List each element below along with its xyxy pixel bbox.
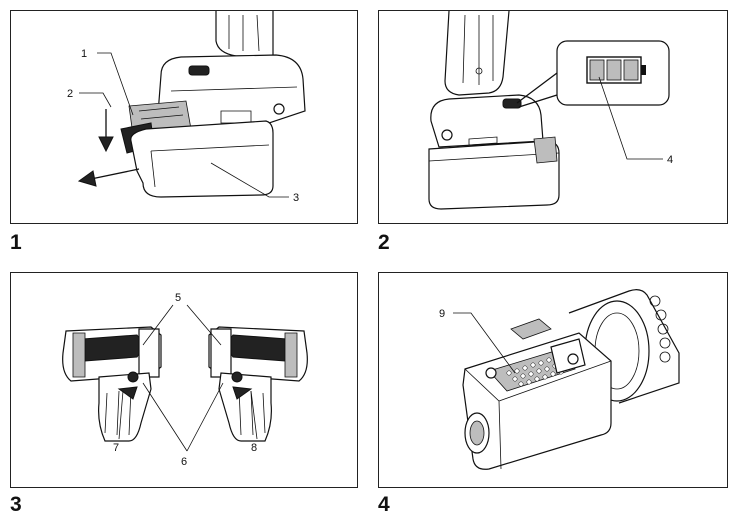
figure-4-illustration: 9 xyxy=(439,289,680,470)
screw-icon xyxy=(567,353,579,365)
figure-3-number: 3 xyxy=(10,493,22,516)
figure-1-callout-1: 1 xyxy=(81,48,87,60)
indicator-button xyxy=(502,98,522,109)
figure-1-illustration: 1 2 3 xyxy=(67,11,306,204)
tool-left-view xyxy=(62,326,162,442)
figure-2-callout-4: 4 xyxy=(667,154,673,166)
figure-3-callout-8: 8 xyxy=(251,442,257,454)
vent-holes xyxy=(649,295,671,363)
tool-right-view xyxy=(208,326,308,442)
forward-reverse-lever-icon xyxy=(127,371,139,383)
tool-button xyxy=(188,65,210,76)
figure-1-callout-2: 2 xyxy=(67,88,73,100)
figure-1-panel: 1 2 3 xyxy=(10,10,358,224)
figure-3-callout-5: 5 xyxy=(175,292,181,304)
vent-plate xyxy=(488,350,576,392)
housing-block xyxy=(462,332,612,470)
figure-4-number: 4 xyxy=(378,493,390,516)
tool-handle xyxy=(215,11,274,57)
battery-level-indicator-icon xyxy=(586,56,646,84)
figure-2-illustration: 4 xyxy=(428,11,673,210)
figure-2-panel: 4 xyxy=(378,10,728,224)
figure-2-number: 2 xyxy=(378,231,390,254)
figure-4-callout-9: 9 xyxy=(439,308,445,320)
figure-3-illustration: 5 6 7 8 xyxy=(62,292,308,468)
figure-1-number: 1 xyxy=(10,231,22,254)
tool-handle xyxy=(444,11,510,96)
forward-reverse-lever-icon xyxy=(231,371,243,383)
press-down-arrow-icon xyxy=(98,136,114,153)
figure-1-callout-3: 3 xyxy=(293,192,299,204)
figure-3-callout-6: 6 xyxy=(181,456,187,468)
figure-3-callout-7: 7 xyxy=(113,442,119,454)
figure-4-panel: 9 xyxy=(378,272,728,488)
slide-out-arrow-icon xyxy=(77,170,97,187)
battery-pack xyxy=(130,120,274,198)
figure-3-panel: 5 6 7 8 xyxy=(10,272,358,488)
battery-pack xyxy=(428,140,560,210)
